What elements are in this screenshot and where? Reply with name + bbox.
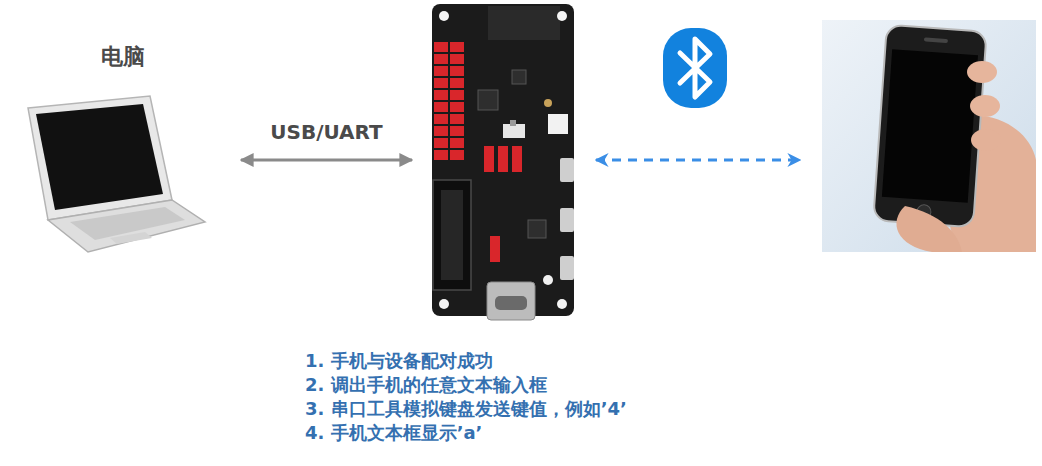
board-illustration-part (510, 120, 516, 126)
header-pins (434, 42, 464, 160)
board-illustration-part (557, 299, 567, 309)
phone-illustration-part-part (873, 25, 986, 227)
phone-illustration-part (873, 25, 986, 227)
board-illustration-part (512, 146, 522, 172)
usb-uart-arrow (241, 159, 412, 162)
bluetooth-icon-part (680, 39, 710, 97)
step-list: 1. 手机与设备配对成功2. 调出手机的任意文本输入框3. 串口工具模拟键盘发送… (305, 349, 627, 445)
board-illustration-part (488, 6, 560, 40)
board-illustration-part (544, 99, 552, 107)
board-illustration-part (487, 282, 535, 320)
header-pin (450, 150, 464, 160)
board-illustration-part (503, 124, 525, 138)
header-pin (434, 42, 448, 52)
board-illustration-part (432, 4, 574, 316)
board-illustration-part (560, 208, 574, 232)
laptop-illustration-part (48, 200, 205, 252)
phone-illustration-part (970, 95, 1000, 117)
board-illustration-part (441, 190, 463, 280)
board-illustration-part (433, 180, 471, 290)
bluetooth-icon (663, 28, 727, 108)
connector-label: USB/UART (270, 120, 382, 144)
board-illustration-part (484, 146, 494, 172)
header-pin (434, 66, 448, 76)
board-illustration-part (560, 256, 574, 280)
board-illustration-part (528, 220, 546, 238)
laptop-illustration-part (28, 96, 172, 220)
step-text: 4. 手机文本框显示’a’ (305, 421, 627, 445)
board-illustration-part (557, 11, 567, 21)
bluetooth-link (596, 159, 800, 162)
header-pin (434, 78, 448, 88)
phone-illustration (822, 20, 1036, 252)
board-illustration-part (439, 11, 449, 21)
board-illustration-part (490, 236, 500, 262)
laptop-illustration-part (110, 232, 152, 244)
board-illustration-part (512, 70, 526, 84)
step-text: 2. 调出手机的任意文本输入框 (305, 373, 627, 397)
phone-illustration-part-part (924, 37, 948, 43)
board-illustration-part (543, 275, 553, 285)
header-pin (434, 114, 448, 124)
board-illustration-part (439, 299, 449, 309)
header-pin (450, 78, 464, 88)
laptop-illustration-part (36, 104, 163, 210)
board-node (424, 0, 582, 320)
step-text: 3. 串口工具模拟键盘发送键值，例如’4’ (305, 397, 627, 421)
header-pin (434, 54, 448, 64)
header-pin (434, 138, 448, 148)
board-illustration-part (478, 90, 498, 110)
board-illustration (432, 4, 574, 320)
header-pin (450, 42, 464, 52)
phone-illustration-part (822, 20, 1036, 252)
bluetooth-icon-part (663, 28, 727, 108)
board-illustration-part (498, 146, 508, 172)
header-pin (450, 114, 464, 124)
phone-illustration-part-part (882, 49, 978, 203)
board-illustration-part (495, 296, 527, 310)
phone-illustration-part (896, 206, 962, 252)
header-pin (434, 126, 448, 136)
step-text: 1. 手机与设备配对成功 (305, 349, 627, 373)
board-illustration-part (548, 114, 568, 134)
header-pin (450, 54, 464, 64)
laptop-node: 电脑 (15, 38, 231, 260)
board-illustration-part (560, 158, 574, 182)
header-pin (450, 90, 464, 100)
node-title: 电脑 (15, 38, 231, 72)
phone-illustration-part (971, 129, 1001, 151)
phone-node (820, 18, 1038, 254)
header-pin (450, 102, 464, 112)
header-pin (434, 150, 448, 160)
laptop-illustration (28, 96, 205, 252)
header-pin (434, 102, 448, 112)
header-pin (450, 126, 464, 136)
header-pin (450, 138, 464, 148)
phone-illustration-part (967, 61, 997, 83)
header-pin (434, 90, 448, 100)
header-pin (450, 66, 464, 76)
